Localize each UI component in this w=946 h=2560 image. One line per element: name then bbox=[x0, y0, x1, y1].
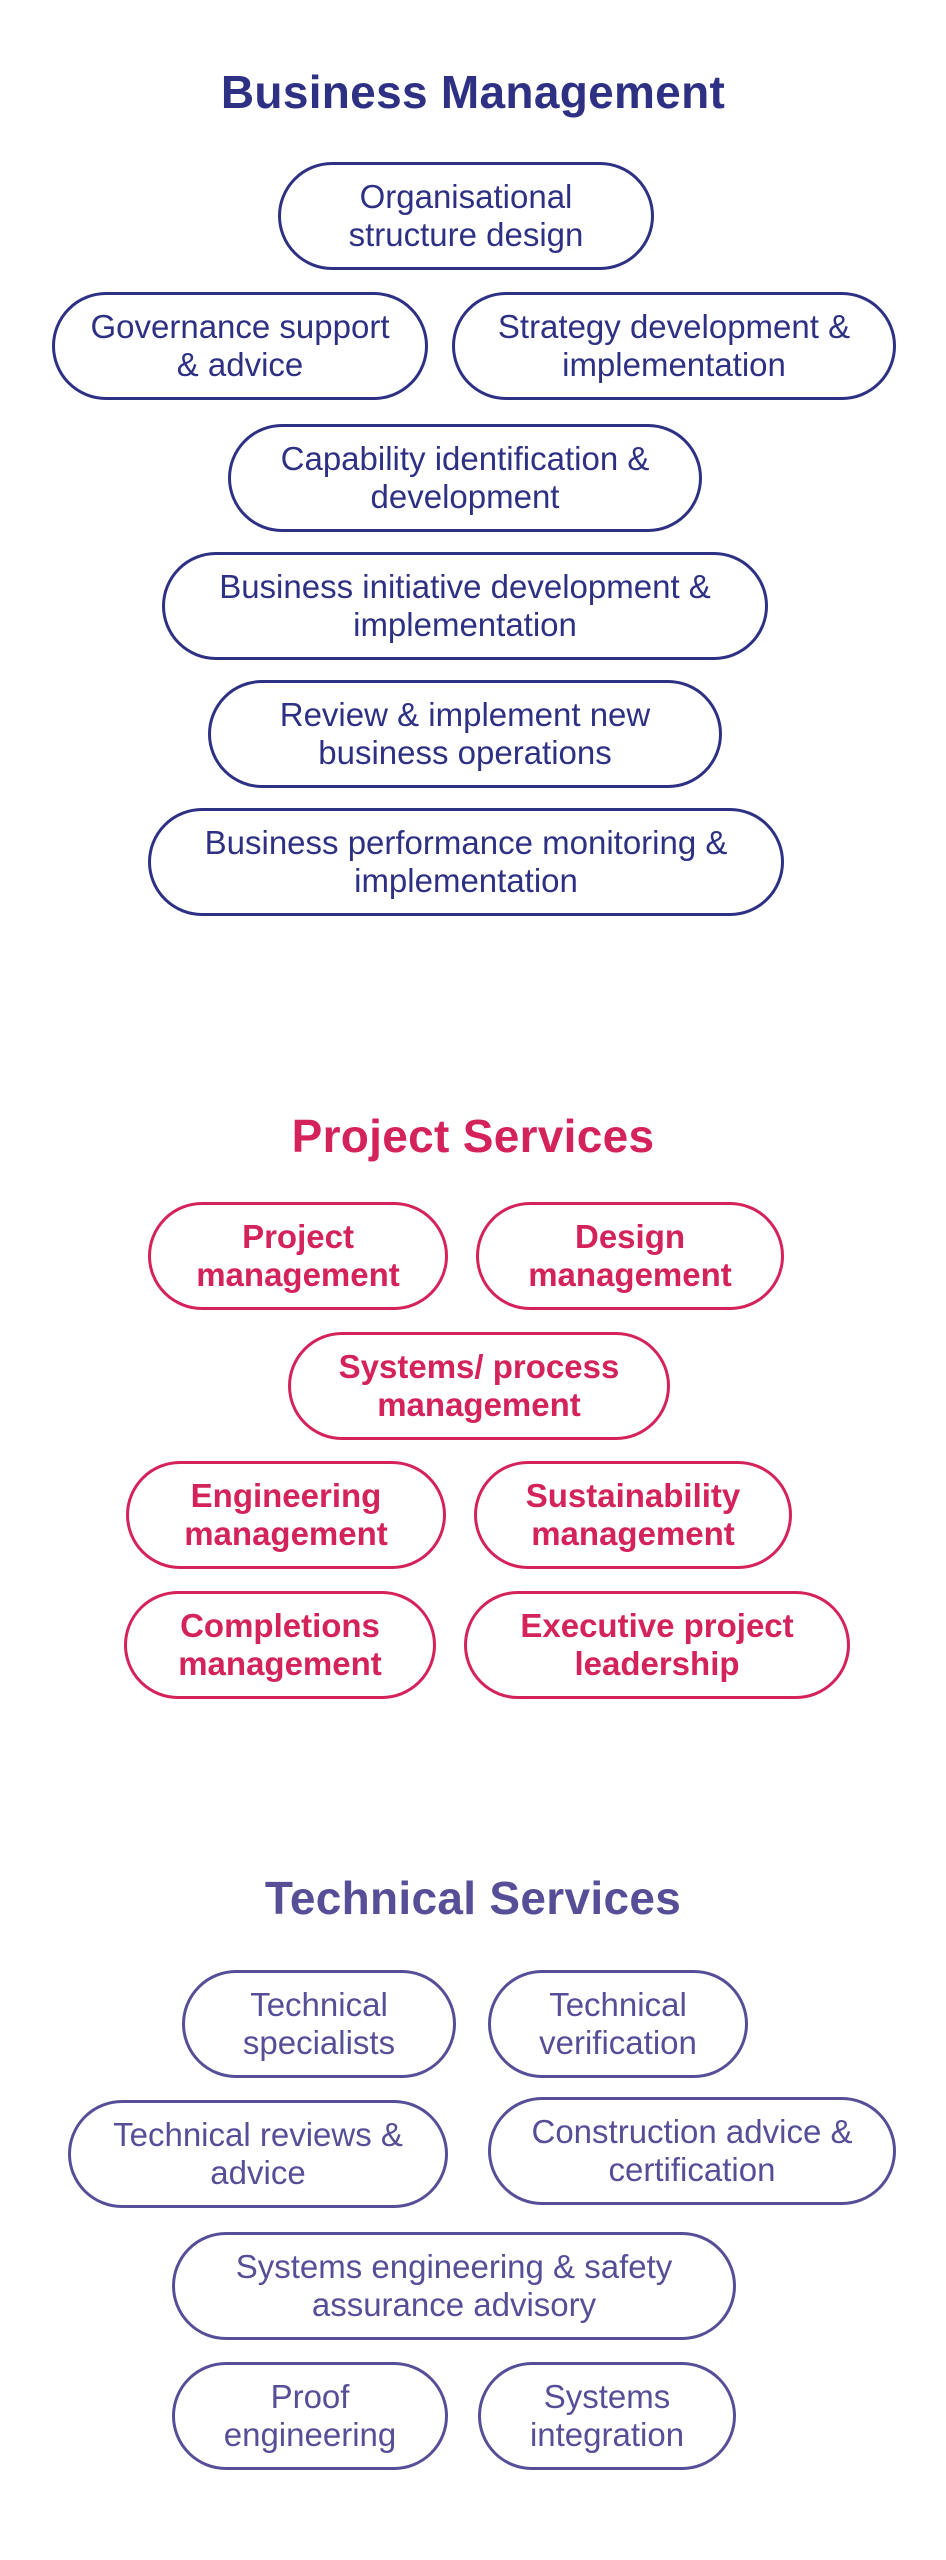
service-pill-construction-advice-certification: Construction advice & certification bbox=[488, 2097, 896, 2205]
service-pill-technical-specialists: Technical specialists bbox=[182, 1970, 456, 2078]
project-services-title: Project Services bbox=[291, 1110, 655, 1162]
service-pill-business-performance-monitoring: Business performance monitoring & implem… bbox=[148, 808, 784, 916]
service-pill-systems-process-management: Systems/ process management bbox=[288, 1332, 670, 1440]
service-pill-technical-reviews-advice: Technical reviews & advice bbox=[68, 2100, 448, 2208]
service-pill-engineering-management: Engineering management bbox=[126, 1461, 446, 1569]
service-pill-strategy-development-implementation: Strategy development & implementation bbox=[452, 292, 896, 400]
service-pill-governance-support-advice: Governance support & advice bbox=[52, 292, 428, 400]
service-pill-proof-engineering: Proof engineering bbox=[172, 2362, 448, 2470]
service-pill-executive-project-leadership: Executive project leadership bbox=[464, 1591, 850, 1699]
service-pill-sustainability-management: Sustainability management bbox=[474, 1461, 792, 1569]
service-pill-technical-verification: Technical verification bbox=[488, 1970, 748, 2078]
service-pill-capability-identification-development: Capability identification & development bbox=[228, 424, 702, 532]
service-pill-project-management: Project management bbox=[148, 1202, 448, 1310]
service-pill-completions-management: Completions management bbox=[124, 1591, 436, 1699]
business-management-title: Business Management bbox=[220, 66, 726, 118]
service-pill-systems-integration: Systems integration bbox=[478, 2362, 736, 2470]
technical-services-title: Technical Services bbox=[264, 1872, 682, 1924]
service-pill-systems-engineering-safety-assurance: Systems engineering & safety assurance a… bbox=[172, 2232, 736, 2340]
service-pill-business-initiative-development: Business initiative development & implem… bbox=[162, 552, 768, 660]
service-pill-design-management: Design management bbox=[476, 1202, 784, 1310]
service-pill-review-implement-business-operations: Review & implement new business operatio… bbox=[208, 680, 722, 788]
service-pill-organisational-structure-design: Organisational structure design bbox=[278, 162, 654, 270]
